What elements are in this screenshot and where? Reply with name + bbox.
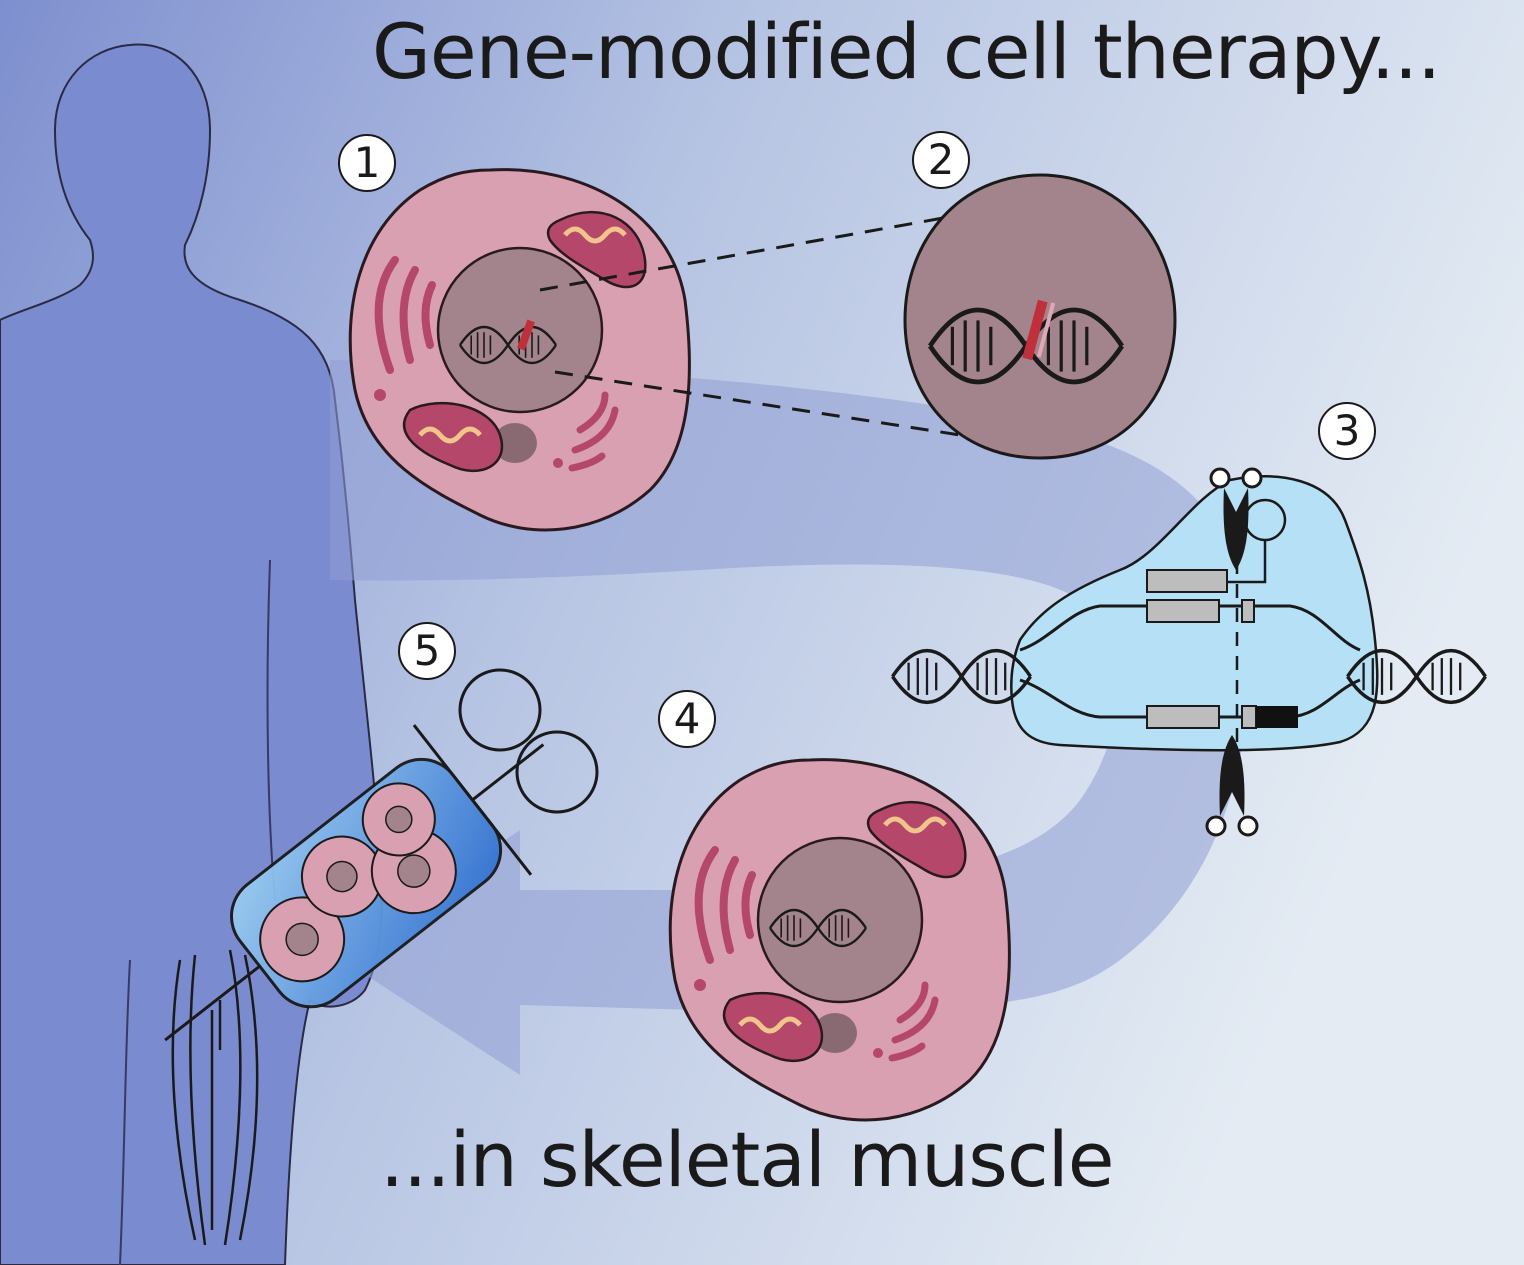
- cycle-arrow: [330, 360, 1250, 1075]
- step-2-badge: 2: [912, 131, 970, 189]
- step-3-badge: 3: [1318, 402, 1376, 460]
- scissors-icon: [1209, 467, 1263, 570]
- figure-title: Gene-modified cell therapy...: [372, 7, 1441, 96]
- nucleus-zoom: [903, 173, 1177, 460]
- step-5-badge: 5: [398, 622, 456, 680]
- syringe-plunger-rings: [458, 668, 599, 814]
- scissors-icon: [1205, 735, 1259, 837]
- step-4-badge: 4: [658, 690, 716, 748]
- syringe: [164, 724, 545, 1042]
- cell-1: [350, 170, 689, 530]
- zoom-lines: [539, 213, 961, 437]
- figure-subtitle: ...in skeletal muscle: [380, 1115, 1115, 1204]
- step-1-badge: 1: [338, 134, 396, 192]
- editing-complex: [890, 467, 1488, 837]
